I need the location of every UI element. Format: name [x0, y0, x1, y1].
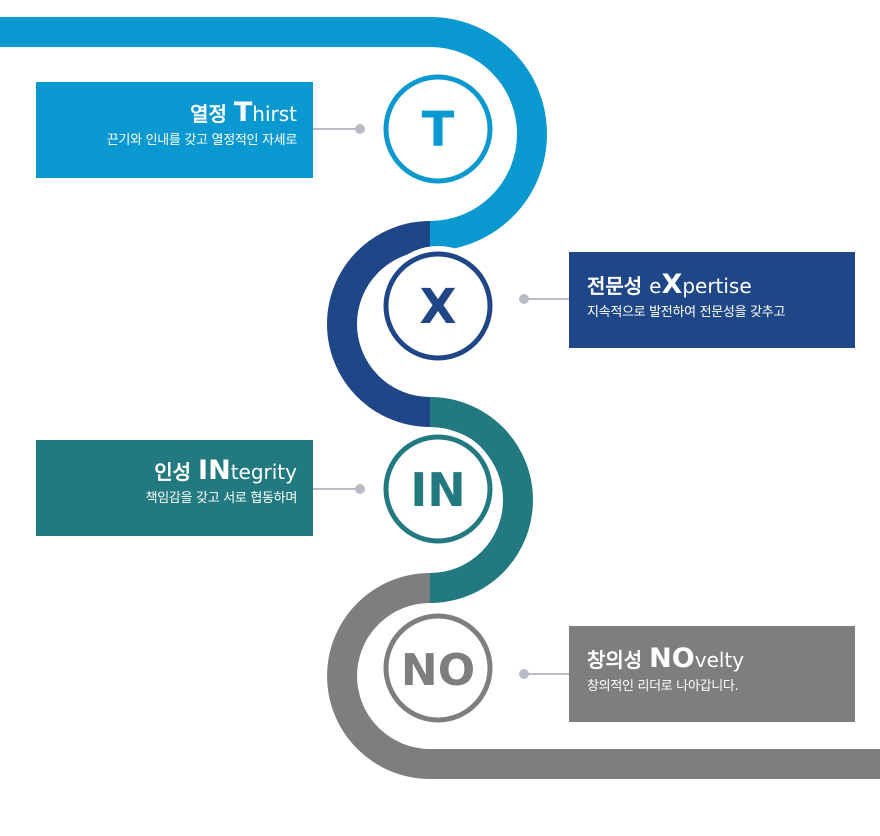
title-integrity-cap: IN	[198, 455, 231, 486]
box-expertise: 전문성 eXpertise 지속적으로 발전하여 전문성을 갖추고	[569, 252, 855, 348]
title-novelty-kr: 창의성	[587, 648, 650, 672]
desc-novelty: 창의적인 리더로 나아갑니다.	[587, 679, 739, 694]
path-segment-integrity	[429, 397, 533, 603]
circle-letter-thirst: T	[422, 102, 455, 158]
circle-expertise: X	[378, 246, 498, 366]
connector-expertise	[519, 294, 569, 304]
desc-expertise: 지속적으로 발전하여 전문성을 갖추고	[587, 305, 786, 320]
title-integrity-rest: tegrity	[230, 460, 297, 484]
title-novelty-cap: NO	[649, 643, 695, 674]
title-thirst-rest: hirst	[252, 102, 297, 126]
title-expertise-cap: X	[661, 269, 683, 300]
connector-integrity	[313, 484, 365, 494]
circle-thirst: T	[378, 69, 498, 189]
circle-novelty: NO	[378, 608, 498, 728]
title-thirst-kr: 열정	[190, 102, 234, 126]
title-integrity: 인성 INtegrity	[36, 455, 297, 486]
connector-novelty	[519, 669, 569, 679]
circle-letter-integrity: IN	[410, 463, 466, 517]
box-integrity: 인성 INtegrity 책임감을 갖고 서로 협동하며	[36, 440, 313, 536]
title-expertise: 전문성 eXpertise	[587, 269, 855, 300]
box-thirst: 열정 Thirst 끈기와 인내를 갖고 열정적인 자세로	[36, 82, 313, 178]
circle-integrity: IN	[378, 429, 498, 549]
box-novelty: 창의성 NOvelty 창의적인 리더로 나아갑니다.	[569, 626, 855, 722]
title-thirst: 열정 Thirst	[36, 97, 297, 128]
desc-thirst: 끈기와 인내를 갖고 열정적인 자세로	[106, 133, 298, 148]
title-expertise-kr: 전문성	[587, 274, 650, 298]
title-expertise-rest: pertise	[682, 274, 752, 298]
title-integrity-kr: 인성	[154, 460, 199, 484]
title-thirst-cap: T	[233, 97, 253, 128]
path-segment-novelty	[327, 573, 880, 779]
title-novelty-rest: velty	[694, 648, 745, 672]
title-expertise-pre: e	[649, 274, 662, 298]
connector-thirst	[313, 124, 365, 134]
title-novelty: 창의성 NOvelty	[587, 643, 855, 674]
path-segment-expertise	[327, 221, 431, 427]
circle-letter-expertise: X	[419, 279, 456, 335]
path-segment-thirst	[0, 17, 547, 251]
desc-integrity: 책임감을 갖고 서로 협동하며	[145, 491, 298, 506]
circle-letter-novelty: NO	[401, 645, 475, 696]
